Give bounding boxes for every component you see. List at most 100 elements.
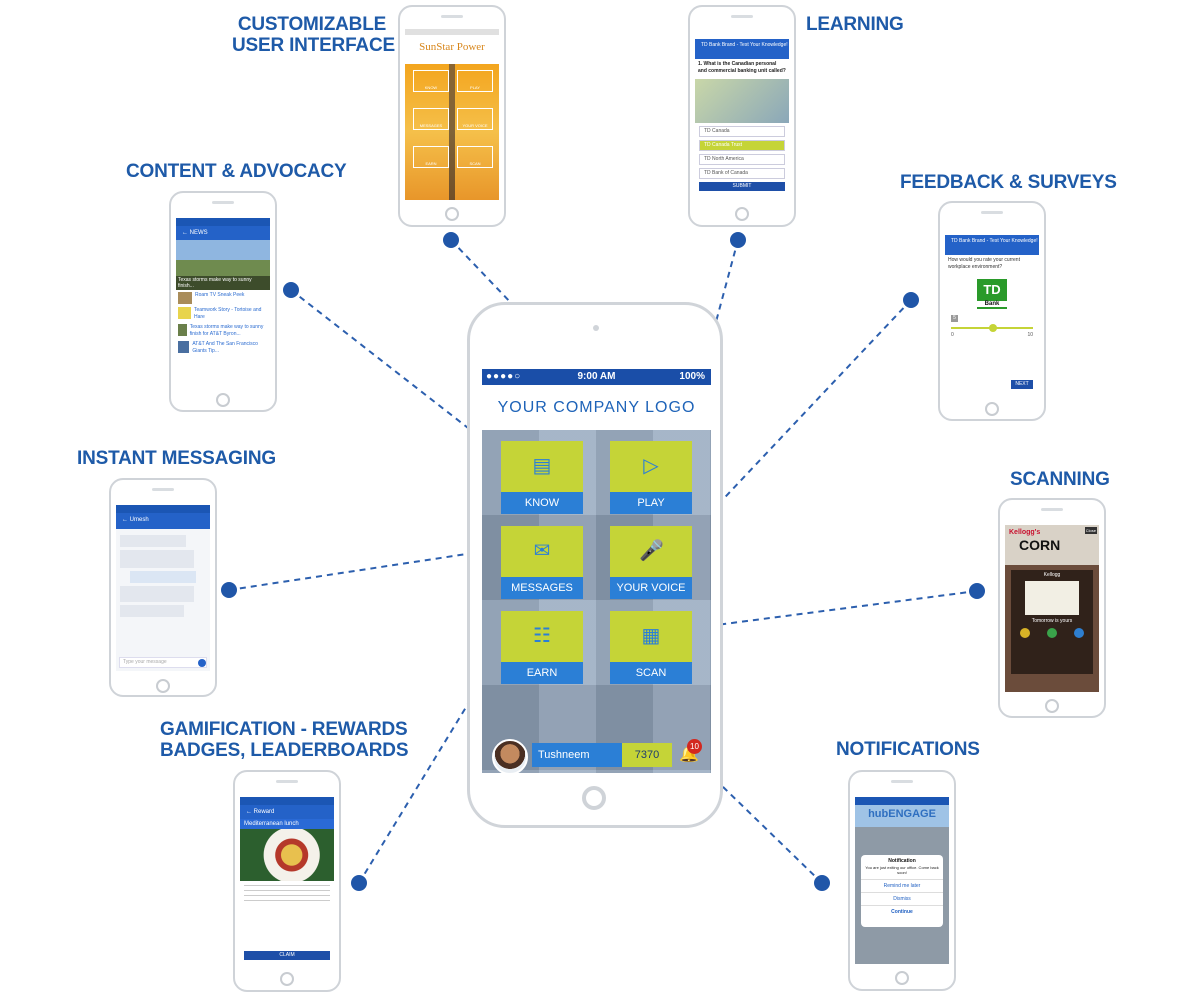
reward-food-image: [240, 829, 334, 881]
slider-value: 5: [951, 315, 958, 322]
tile-play[interactable]: ▷ PLAY: [610, 441, 692, 514]
phone-customizable: SunStar Power KNOW PLAY MESSAGES YOUR VO…: [398, 5, 506, 227]
list-item[interactable]: Roam TV Sneak Peek: [178, 292, 268, 304]
list-item[interactable]: Texas storms make way to sunny finish fo…: [178, 324, 268, 338]
sunstar-tile-know[interactable]: KNOW: [413, 70, 449, 92]
content-list: Roam TV Sneak Peek Teamwork Story - Tort…: [176, 290, 270, 357]
feedback-question: How would you rate your current workplac…: [948, 257, 1020, 270]
back-arrow-icon[interactable]: ←: [182, 230, 190, 236]
tile-messages[interactable]: ✉ MESSAGES: [501, 526, 583, 599]
slider-thumb[interactable]: [989, 324, 997, 332]
message-bubble: [120, 605, 184, 617]
back-arrow-icon[interactable]: ←: [246, 809, 254, 815]
messaging-header: ← Umesh: [116, 513, 210, 529]
close-button[interactable]: Close: [1084, 527, 1097, 534]
label-messaging: INSTANT MESSAGING: [77, 448, 276, 469]
home-button: [985, 402, 999, 416]
tile-your-voice[interactable]: 🎤 YOUR VOICE: [610, 526, 692, 599]
feedback-next-button[interactable]: NEXT: [1011, 380, 1033, 389]
scan-actions: [1011, 628, 1093, 638]
label-customizable-line2: USER INTERFACE: [232, 35, 395, 56]
share-icon[interactable]: [1046, 628, 1057, 638]
feedback-screen: TD Bank Brand - Test Your Knowledge! How…: [945, 235, 1039, 395]
send-icon[interactable]: [198, 659, 206, 667]
home-button[interactable]: [582, 786, 606, 810]
phone-speaker: [1041, 508, 1063, 511]
label-gamification-line1: GAMIFICATION - REWARDS: [160, 719, 408, 740]
messaging-contact: Umesh: [129, 517, 149, 523]
sunstar-tile-earn[interactable]: EARN: [413, 146, 449, 168]
signal-icon: ●●●●○: [486, 371, 522, 382]
slider-min: 0: [951, 332, 954, 338]
reward-description: [244, 885, 330, 903]
status-bar: [855, 797, 949, 805]
back-arrow-icon[interactable]: ←: [122, 517, 130, 523]
list-item[interactable]: AT&T And The San Francisco Giants Tip...: [178, 341, 268, 355]
phone-speaker: [152, 488, 174, 491]
home-button: [895, 971, 909, 985]
claim-button[interactable]: CLAIM: [244, 951, 330, 960]
message-bubble: [120, 535, 186, 547]
phone-speaker: [593, 325, 599, 331]
reward-title: Mediterranean lunch: [240, 819, 334, 829]
phone-content: ← NEWS Texas storms make way to sunny fi…: [169, 191, 277, 412]
news-thumbnail: [178, 341, 190, 353]
learning-option-2[interactable]: TD Canada Trust: [699, 140, 785, 151]
customizable-screen: SunStar Power KNOW PLAY MESSAGES YOUR VO…: [405, 29, 499, 200]
play-icon: ▷: [643, 455, 659, 477]
coin-icon[interactable]: [1019, 628, 1030, 638]
learning-option-3[interactable]: TD North America: [699, 154, 785, 165]
scan-product-image: [1025, 581, 1079, 615]
reward-screen: ← Reward Mediterranean lunch CLAIM: [240, 797, 334, 964]
content-hero-image: Texas storms make way to sunny finish...: [176, 240, 270, 290]
remind-later-button[interactable]: Remind me later: [861, 879, 943, 892]
label-feedback: FEEDBACK & SURVEYS: [900, 172, 1117, 193]
scan-card-title: Kellogg: [1043, 572, 1061, 578]
phone-speaker: [212, 201, 234, 204]
scanning-screen: Kellogg's CORN Close Kellogg Tomorrow is…: [1005, 525, 1099, 692]
learning-submit-button[interactable]: SUBMIT: [699, 182, 785, 191]
feedback-slider[interactable]: 5 0 10: [945, 315, 1039, 345]
tile-earn[interactable]: ☷ EARN: [501, 611, 583, 684]
power-tower-image: [449, 64, 455, 200]
tile-messages-label: MESSAGES: [501, 577, 583, 599]
dismiss-button[interactable]: Dismiss: [861, 892, 943, 905]
status-bar: [240, 797, 334, 805]
sunstar-tile-scan[interactable]: SCAN: [457, 146, 493, 168]
home-button: [156, 679, 170, 693]
learning-question: 1. What is the Canadian personal and com…: [698, 61, 786, 74]
sunstar-tile-messages[interactable]: MESSAGES: [413, 108, 449, 130]
phone-scanning: Kellogg's CORN Close Kellogg Tomorrow is…: [998, 498, 1106, 718]
home-button: [735, 207, 749, 221]
news-title: AT&T And The San Francisco Giants Tip...: [192, 341, 258, 354]
status-time: 9:00 AM: [577, 371, 616, 382]
phone-speaker: [981, 211, 1003, 214]
info-icon[interactable]: [1074, 628, 1085, 638]
learning-option-4[interactable]: TD Bank of Canada: [699, 168, 785, 179]
tile-know-label: KNOW: [501, 492, 583, 514]
news-thumbnail: [178, 324, 187, 336]
main-status-bar: ●●●●○ 9:00 AM 100%: [482, 369, 711, 385]
learning-option-1[interactable]: TD Canada: [699, 126, 785, 137]
battery-level: 100%: [679, 371, 705, 382]
learning-photo: [695, 79, 789, 123]
continue-button[interactable]: Continue: [861, 905, 943, 918]
sunstar-tile-voice[interactable]: YOUR VOICE: [457, 108, 493, 130]
user-name[interactable]: Tushneem: [532, 743, 622, 767]
tile-play-label: PLAY: [610, 492, 692, 514]
phone-notifications: hubENGAGE Notification You are just exit…: [848, 770, 956, 991]
sunstar-logo: SunStar Power: [419, 41, 485, 53]
phone-speaker: [731, 15, 753, 18]
phone-speaker: [441, 15, 463, 18]
tile-know[interactable]: ▤ KNOW: [501, 441, 583, 514]
connector-dot-content: [283, 282, 299, 298]
reward-header: ← Reward: [240, 805, 334, 819]
list-item[interactable]: Teamwork Story - Tortoise and Hare: [178, 307, 268, 321]
phone-learning: TD Bank Brand - Test Your Knowledge! 1. …: [688, 5, 796, 227]
tile-voice-top: 🎤: [610, 526, 692, 577]
user-avatar[interactable]: [492, 739, 528, 773]
user-points[interactable]: 7370: [622, 743, 672, 767]
tile-scan[interactable]: ▦ SCAN: [610, 611, 692, 684]
message-input[interactable]: Type your message: [119, 657, 207, 668]
sunstar-tile-play[interactable]: PLAY: [457, 70, 493, 92]
